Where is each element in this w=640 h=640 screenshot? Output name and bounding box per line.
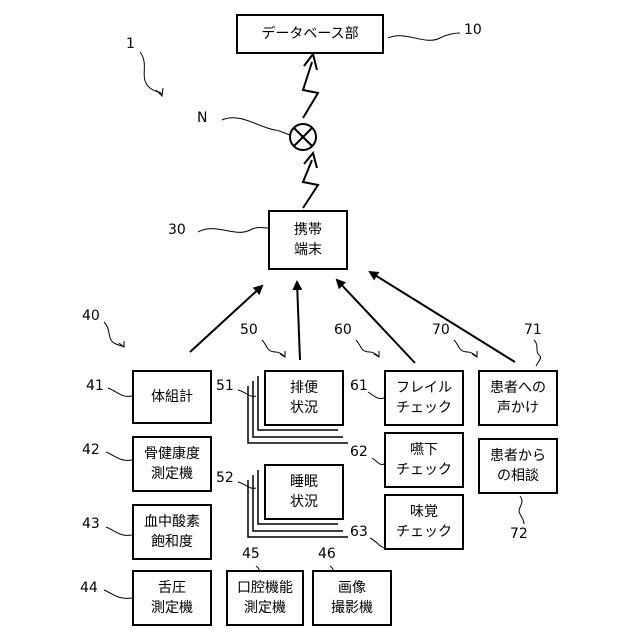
status-box-52: 睡眠 状況 [264,464,344,520]
check-box-61: フレイル チェック [384,370,464,426]
leader-line-40 [104,322,124,347]
check-box-63: 味覚 チェック [384,494,464,550]
ref-44: 44 [80,580,98,596]
device-label-44: 舌圧 測定機 [151,578,193,618]
ref-group-50: 50 [240,322,258,338]
ref-52: 52 [216,470,234,486]
check-box-62: 嚥下 チェック [384,432,464,488]
ref-terminal: 30 [168,222,186,238]
ref-63: 63 [350,524,368,540]
wireless-link-upper [303,62,318,118]
device-label-43: 血中酸素 飽和度 [144,512,200,552]
network-node-icon [290,124,316,150]
arrow-40-to-terminal [190,286,262,352]
ref-45: 45 [242,546,260,562]
leader-line-71 [534,340,541,366]
ref-62: 62 [350,444,368,460]
device-box-45: 口腔機能 測定機 [226,570,304,626]
leader-line-44 [104,590,132,598]
comm-label-71: 患者への 声かけ [490,378,546,418]
leader-arrowhead-70 [472,351,477,357]
leader-line-1 [140,52,162,95]
check-label-62: 嚥下 チェック [396,440,452,480]
leader-line-42 [106,452,132,460]
ref-72: 72 [510,526,528,542]
leader-line-62 [372,458,384,465]
leader-arrowhead-50 [280,351,285,357]
device-box-41: 体組計 [132,370,212,424]
database-unit-box: データベース部 [236,14,384,54]
leader-arrowhead-60 [374,351,379,357]
device-label-46: 画像 撮影機 [331,578,373,618]
ref-group-70: 70 [432,322,450,338]
device-box-42: 骨健康度 測定機 [132,436,212,492]
status-label-52: 睡眠 状況 [290,472,318,512]
ref-43: 43 [82,516,100,532]
ref-61: 61 [350,378,368,394]
ref-71: 71 [524,322,542,338]
device-box-46: 画像 撮影機 [312,570,392,626]
ref-group-40: 40 [82,308,100,324]
wireless-link-lower [303,160,318,208]
device-box-43: 血中酸素 飽和度 [132,504,212,560]
comm-box-71: 患者への 声かけ [478,370,558,426]
leader-line-N [222,118,290,135]
leader-line-61 [368,392,384,399]
database-unit-label: データベース部 [261,24,358,44]
device-label-45: 口腔機能 測定機 [237,578,293,618]
comm-box-72: 患者から の相談 [478,438,558,494]
ref-group-60: 60 [334,322,352,338]
leader-line-30 [198,228,268,233]
ref-51: 51 [216,378,234,394]
status-label-51: 排便 状況 [290,378,318,418]
device-label-42: 骨健康度 測定機 [144,444,200,484]
mobile-terminal-box: 携帯 端末 [268,210,348,270]
ref-42: 42 [82,442,100,458]
ref-system: 1 [126,36,135,52]
device-label-41: 体組計 [151,387,193,407]
leader-line-43 [106,527,132,535]
ref-database: 10 [464,22,482,38]
ref-46: 46 [318,546,336,562]
leader-line-72 [519,496,524,524]
comm-label-72: 患者から の相談 [490,446,546,486]
arrow-50-to-terminal [297,282,300,360]
leader-line-41 [108,388,132,396]
status-box-51: 排便 状況 [264,370,344,426]
mobile-terminal-label: 携帯 端末 [294,220,322,260]
device-box-44: 舌圧 測定機 [132,570,212,626]
ref-network: N [197,110,207,126]
ref-41: 41 [86,378,104,394]
check-label-61: フレイル チェック [396,378,452,418]
arrow-70-to-terminal [370,272,515,362]
check-label-63: 味覚 チェック [396,502,452,542]
leader-line-10 [388,33,460,40]
